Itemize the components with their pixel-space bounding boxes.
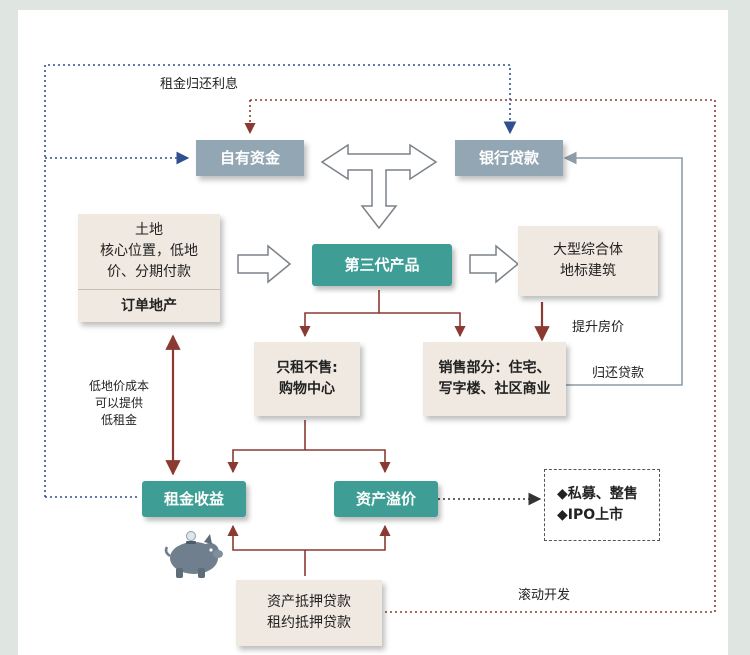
rental-income-label: 租金收益: [163, 489, 224, 508]
rent-only-node: 只租不售: 购物中心: [254, 342, 360, 416]
funding-t-arrow: [320, 143, 438, 230]
third-gen-product-label: 第三代产品: [344, 255, 420, 274]
asset-premium-label: 资产溢价: [355, 489, 416, 508]
third-gen-product-node: 第三代产品: [312, 244, 452, 286]
exit-option-private-sale: ◆私募、整售: [557, 486, 638, 502]
landmark-node: 大型综合体 地标建筑: [518, 226, 658, 296]
land-to-product-arrow: [237, 244, 292, 284]
own-capital-label: 自有资金: [219, 148, 280, 167]
bank-loan-label: 银行贷款: [478, 148, 539, 167]
order-real-estate-row: 订单地产: [78, 289, 220, 322]
asset-premium-node: 资产溢价: [334, 481, 438, 517]
land-node: 土地 核心位置，低地 价、分期付款 订单地产: [78, 214, 220, 322]
repay-loan-connector: [563, 151, 683, 386]
product-branch-right-connector: [379, 312, 466, 338]
mortgage-label: 资产抵押贷款 租约抵押贷款: [267, 594, 351, 631]
bank-loan-node: 银行贷款: [455, 140, 563, 176]
rent-only-split-right-connector: [305, 449, 391, 474]
sales-part-node: 销售部分：住宅、 写字楼、社区商业: [423, 342, 566, 416]
mortgage-split-right-connector: [305, 524, 391, 551]
raise-price-label: 提升房价: [572, 320, 625, 335]
land-line-2: 核心位置，低地: [100, 243, 198, 259]
product-to-landmark-arrow: [469, 244, 520, 284]
exit-options-node: ◆私募、整售 ◆IPO上市: [544, 469, 660, 541]
rent-only-label: 只租不售: 购物中心: [276, 360, 338, 397]
mortgage-split-connector: [227, 524, 306, 576]
sales-part-label: 销售部分：住宅、 写字楼、社区商业: [438, 360, 551, 397]
low-land-cost-label: 低地价成本 可以提供 低租金: [88, 379, 149, 427]
rolling-development-label: 滚动开发: [518, 588, 571, 603]
mortgage-node: 资产抵押贷款 租约抵押贷款: [236, 580, 382, 646]
product-branch-connector: [299, 290, 380, 338]
exit-option-ipo: ◆IPO上市: [557, 507, 624, 523]
landmark-label: 大型综合体 地标建筑: [553, 242, 623, 279]
piggy-bank-icon: [164, 531, 223, 578]
rent-repay-interest-connector: [44, 64, 517, 497]
land-line-3: 价、分期付款: [107, 264, 191, 280]
repay-loan-label: 归还贷款: [592, 366, 645, 381]
rent-only-split-connector: [227, 420, 306, 474]
diagram-canvas: [18, 10, 728, 655]
order-real-estate-label: 订单地产: [121, 297, 177, 314]
land-details: 土地 核心位置，低地 价、分期付款: [78, 214, 220, 289]
land-line-1: 土地: [135, 222, 163, 238]
rental-income-node: 租金收益: [142, 481, 246, 517]
own-capital-node: 自有资金: [196, 140, 304, 176]
rolling-development-connector: [250, 99, 716, 613]
rent-repay-interest-label: 租金归还利息: [160, 77, 239, 92]
